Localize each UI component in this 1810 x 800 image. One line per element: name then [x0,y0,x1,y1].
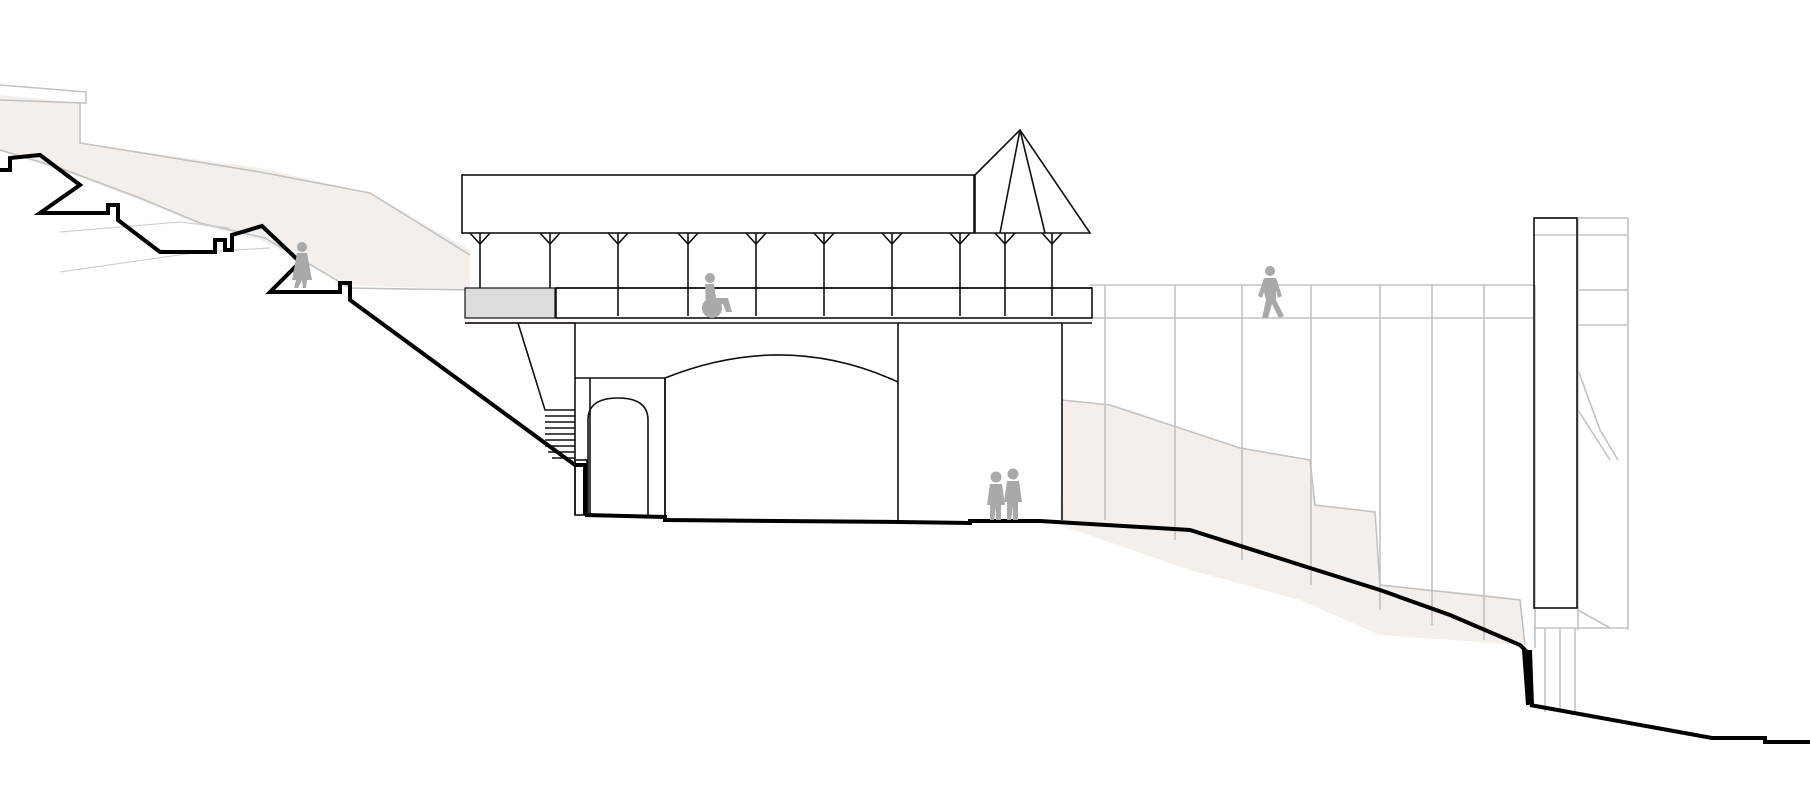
pavilion [461,128,1093,324]
main-ground-line [584,513,1532,705]
pavilion-floor-slab [555,287,1093,319]
left-terrace-edge-top [79,103,471,256]
spire-roof [974,128,1092,234]
pavilion-columns [469,232,1063,316]
glazing-mullions [1104,285,1536,648]
lower-building [517,322,1063,522]
walking-person-icon [292,242,312,288]
right-tower-ghost [1534,217,1629,712]
left-terrace-fill [0,95,470,290]
right-tower-pier [1533,217,1578,609]
retaining-wall-cut [1522,650,1534,705]
ground-section-cut [0,152,1810,744]
large-arch [664,354,899,383]
right-low-ground [1529,703,1810,744]
wheelchair-user-icon [702,273,732,318]
left-ramp-line-2 [59,221,231,233]
left-stepped-ground [0,152,587,515]
right-ground-fill [1060,400,1525,645]
pavilion-roof [461,174,975,234]
couple-standing-icon [987,468,1022,520]
left-upper-wall-line [0,84,87,104]
grey-slab [464,287,556,319]
right-background [1060,217,1629,712]
stair [517,322,575,459]
right-ground-ghost-line [1061,399,1526,646]
small-arch [587,397,649,515]
walking-person-bridge-icon [1258,266,1284,318]
left-terraces-background [0,84,471,291]
